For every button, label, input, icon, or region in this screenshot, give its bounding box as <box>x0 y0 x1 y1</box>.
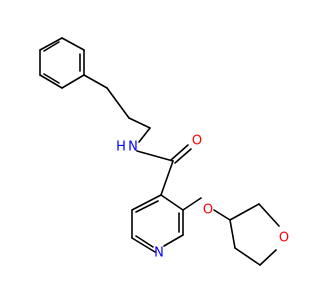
bond <box>174 148 192 164</box>
bond <box>163 234 184 247</box>
bond <box>138 127 151 143</box>
atom-labels: N H O O O N <box>116 134 289 261</box>
bond <box>106 87 130 119</box>
bond <box>259 249 277 266</box>
bond <box>43 41 60 52</box>
bond <box>229 203 260 221</box>
pyridine-nitrogen-label: N <box>154 246 164 261</box>
bond <box>83 74 108 89</box>
bond <box>131 237 156 253</box>
bond <box>258 203 280 227</box>
bond <box>229 219 236 249</box>
bond <box>135 200 159 213</box>
bond <box>61 74 85 89</box>
bond <box>136 150 174 162</box>
carbonyl-oxygen-label: O <box>192 134 202 149</box>
molecular-structure: N H O O O N <box>39 37 289 266</box>
bond <box>131 194 162 211</box>
bond <box>160 160 174 196</box>
bond <box>128 117 151 129</box>
bond <box>39 74 63 89</box>
bond <box>135 235 154 248</box>
amide-hydrogen-label: H <box>116 140 126 155</box>
bond <box>39 37 63 51</box>
ring-oxygen-label: O <box>279 231 289 246</box>
bond <box>160 194 184 211</box>
bond <box>170 144 189 161</box>
bond <box>234 247 261 266</box>
bond <box>213 209 231 221</box>
ether-oxygen-label: O <box>203 203 213 218</box>
bond <box>61 37 85 51</box>
bonds <box>39 37 280 266</box>
amide-nitrogen-label: N <box>128 140 138 155</box>
bond <box>182 197 202 211</box>
bond <box>43 73 60 84</box>
